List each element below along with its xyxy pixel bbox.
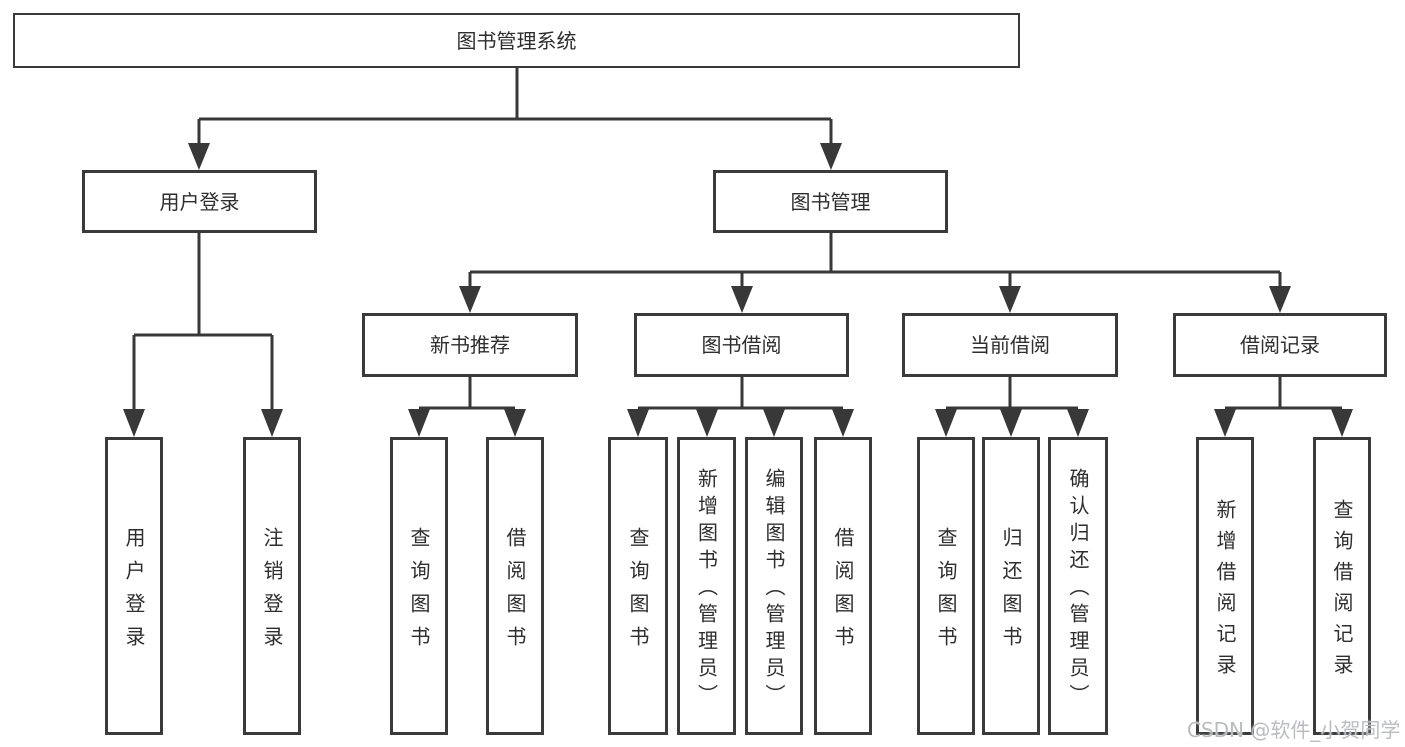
node-label: 编辑图书（管理员）: [762, 468, 786, 711]
leaf-borrow-books: 借阅图书: [814, 437, 872, 735]
leaf-edit-books-admin: 编辑图书（管理员）: [745, 437, 803, 735]
leaf-confirm-return-admin: 确认归还（管理员）: [1048, 437, 1108, 735]
tree-edges: [132, 68, 1342, 410]
node-new-book-recommend: 新书推荐: [362, 313, 578, 377]
node-current-borrow: 当前借阅: [902, 313, 1118, 377]
node-label: 用户登录: [159, 189, 240, 214]
leaf-recommend-borrow-books: 借阅图书: [486, 437, 544, 735]
node-library-management-system: 图书管理系统: [13, 13, 1020, 68]
node-label: 查询图书: [934, 526, 958, 659]
node-label: 用户登录: [122, 526, 146, 659]
node-label: 图书管理: [790, 189, 871, 214]
leaf-logout: 注销登录: [243, 437, 301, 735]
node-label: 注销登录: [260, 526, 284, 659]
leaf-add-books-admin: 新增图书（管理员）: [677, 437, 736, 735]
leaf-return-books: 归还图书: [982, 437, 1040, 735]
node-label: 图书管理系统: [456, 28, 577, 53]
node-label: 借阅图书: [503, 526, 527, 659]
node-label: 确认归还（管理员）: [1066, 468, 1090, 711]
node-book-management: 图书管理: [713, 170, 948, 233]
arrow-down-icons: [123, 143, 1353, 437]
node-label: 借阅记录: [1240, 333, 1320, 357]
leaf-add-borrow-record: 新增借阅记录: [1196, 437, 1254, 735]
node-borrow-records: 借阅记录: [1173, 313, 1387, 377]
node-label: 新增借阅记录: [1213, 498, 1237, 685]
node-label: 图书借阅: [701, 333, 782, 357]
node-label: 查询图书: [626, 526, 650, 659]
node-user-login: 用户登录: [82, 170, 317, 233]
node-label: 查询图书: [407, 526, 431, 659]
node-book-borrow: 图书借阅: [634, 313, 849, 377]
leaf-current-query-books: 查询图书: [917, 437, 975, 735]
leaf-user-login: 用户登录: [105, 437, 163, 735]
node-label: 新书推荐: [430, 333, 510, 357]
leaf-query-borrow-record: 查询借阅记录: [1313, 437, 1371, 735]
node-label: 查询借阅记录: [1330, 498, 1354, 685]
node-label: 新增图书（管理员）: [694, 468, 719, 711]
leaf-recommend-query-books: 查询图书: [390, 437, 448, 735]
node-label: 当前借阅: [970, 333, 1050, 357]
node-label: 归还图书: [999, 526, 1023, 659]
leaf-borrow-query-books: 查询图书: [608, 437, 668, 735]
node-label: 借阅图书: [831, 526, 855, 659]
